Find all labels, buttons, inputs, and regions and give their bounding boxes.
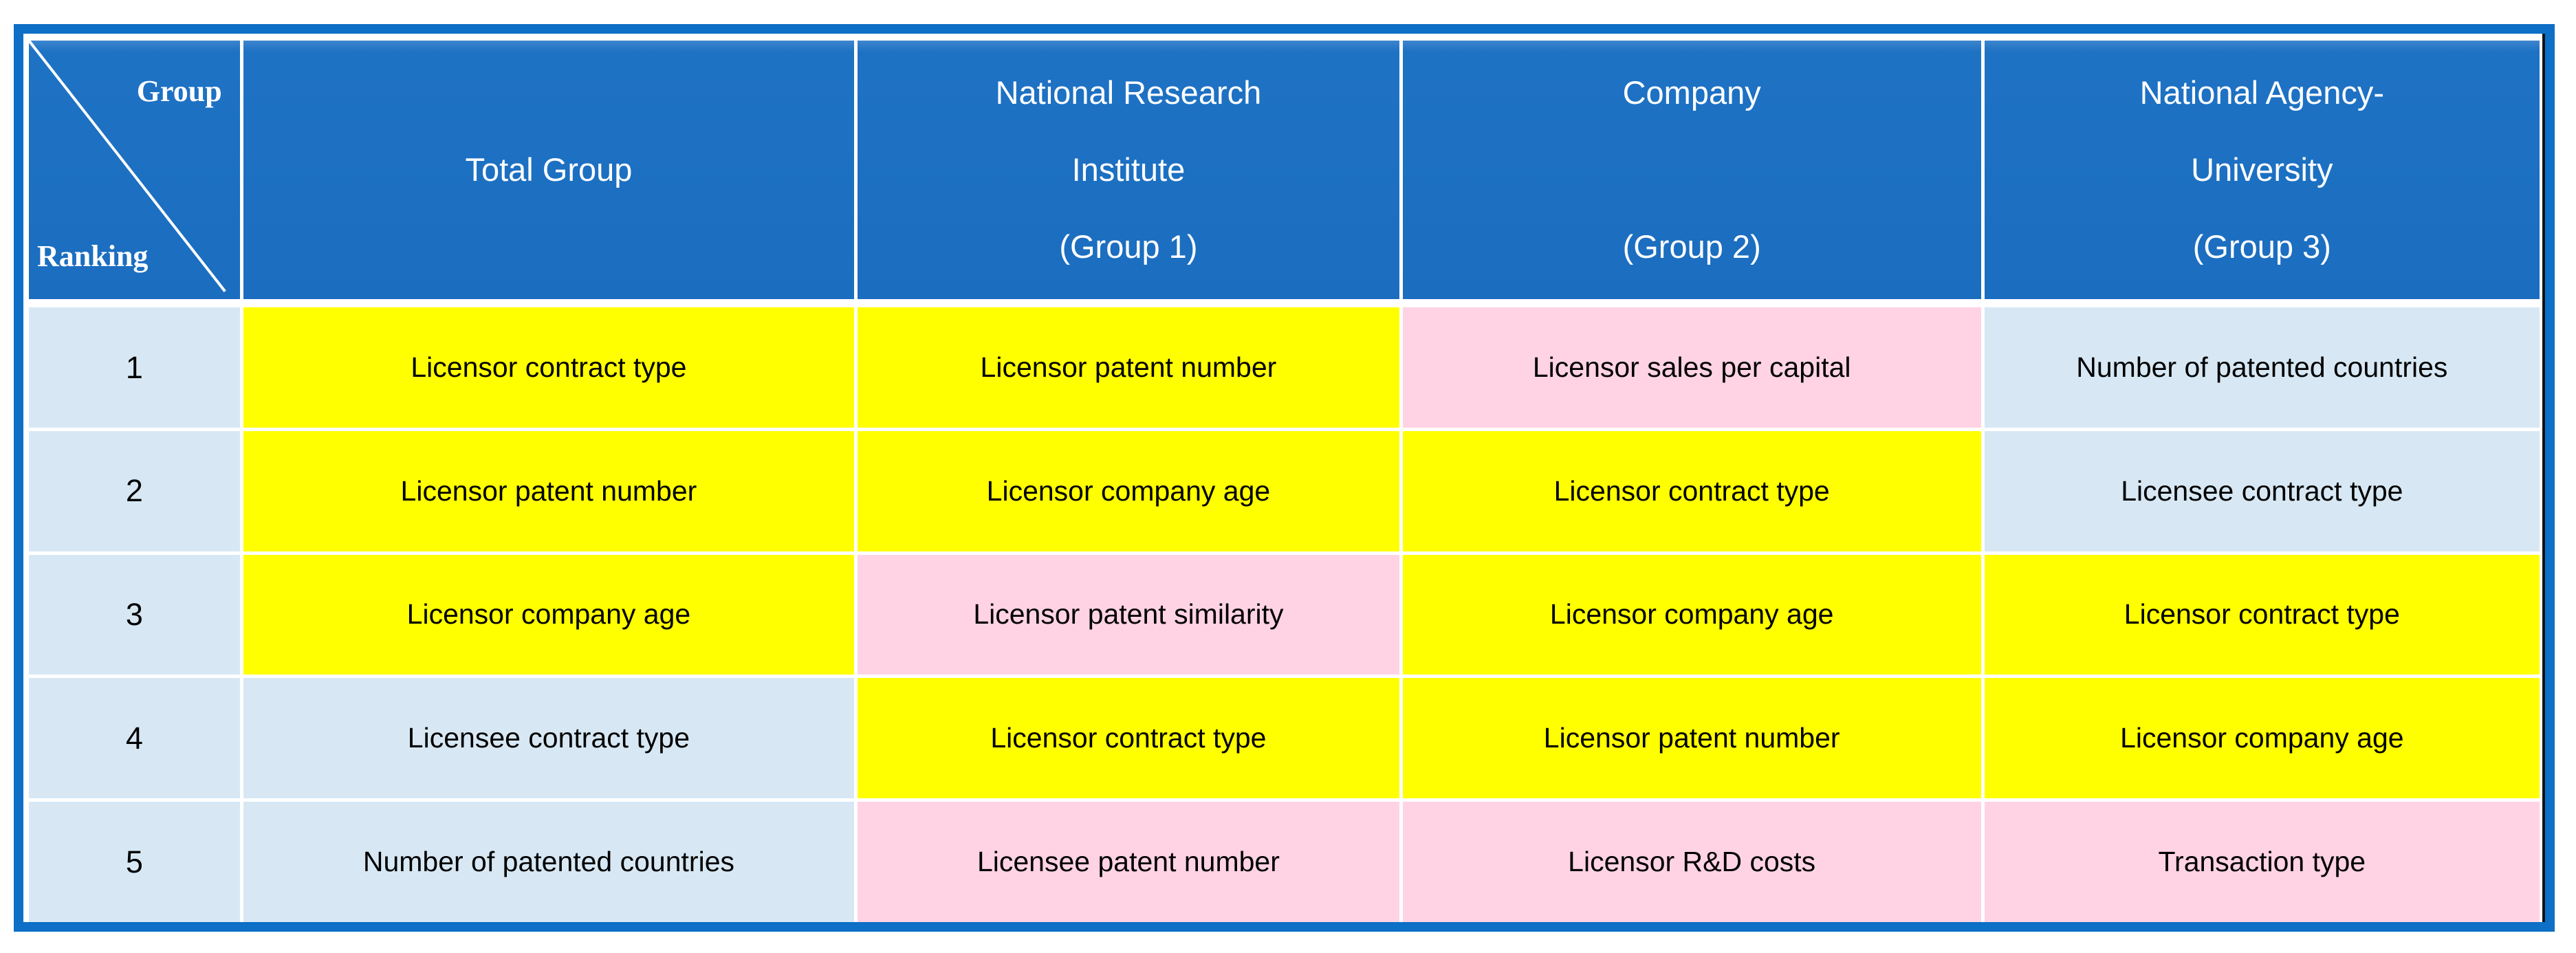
table-inner: Group Ranking Total Group National Resea… xyxy=(23,34,2545,922)
cell-r3-group1: Licensor patent similarity xyxy=(858,554,1399,675)
cell-r4-group2: Licensor patent number xyxy=(1402,678,1981,799)
cell-r2-group1: Licensor company age xyxy=(858,430,1399,551)
corner-label-group: Group xyxy=(136,74,222,108)
cell-r5-group2: Licensor R&D costs xyxy=(1402,802,1981,922)
header-cell-group3: National Agency- University (Group 3) xyxy=(1984,41,2540,299)
cell-r3-total-group: Licensor company age xyxy=(243,554,855,675)
header-cell-group1: National Research Institute (Group 1) xyxy=(858,41,1399,299)
cell-r2-total-group: Licensor patent number xyxy=(243,430,855,551)
corner-label-ranking: Ranking xyxy=(37,239,149,273)
rank-cell-1: 1 xyxy=(29,307,240,428)
cell-r2-group2: Licensor contract type xyxy=(1402,430,1981,551)
diagonal-divider-line xyxy=(29,41,240,299)
cell-r4-group3: Licensor company age xyxy=(1984,678,2540,799)
cell-r4-group1: Licensor contract type xyxy=(858,678,1399,799)
header-cell-group2: Company (Group 2) xyxy=(1402,41,1981,299)
cell-r1-total-group: Licensor contract type xyxy=(243,307,855,428)
rank-cell-3: 3 xyxy=(29,554,240,675)
cell-r1-group1: Licensor patent number xyxy=(858,307,1399,428)
table-header-row: Group Ranking Total Group National Resea… xyxy=(29,41,2540,299)
cell-r1-group3: Number of patented countries xyxy=(1984,307,2540,428)
ranking-table: Group Ranking Total Group National Resea… xyxy=(14,24,2555,932)
rank-cell-5: 5 xyxy=(29,802,240,922)
cell-r5-group1: Licensee patent number xyxy=(858,802,1399,922)
cell-r2-group3: Licensee contract type xyxy=(1984,430,2540,551)
header-cell-total-group: Total Group xyxy=(243,41,855,299)
corner-header-cell: Group Ranking xyxy=(29,41,240,299)
table-body: 1 Licensor contract type Licensor patent… xyxy=(29,307,2540,922)
rank-cell-4: 4 xyxy=(29,678,240,799)
cell-r3-group3: Licensor contract type xyxy=(1984,554,2540,675)
cell-r4-total-group: Licensee contract type xyxy=(243,678,855,799)
cell-r5-total-group: Number of patented countries xyxy=(243,802,855,922)
cell-r3-group2: Licensor company age xyxy=(1402,554,1981,675)
rank-cell-2: 2 xyxy=(29,430,240,551)
cell-r1-group2: Licensor sales per capital xyxy=(1402,307,1981,428)
cell-r5-group3: Transaction type xyxy=(1984,802,2540,922)
